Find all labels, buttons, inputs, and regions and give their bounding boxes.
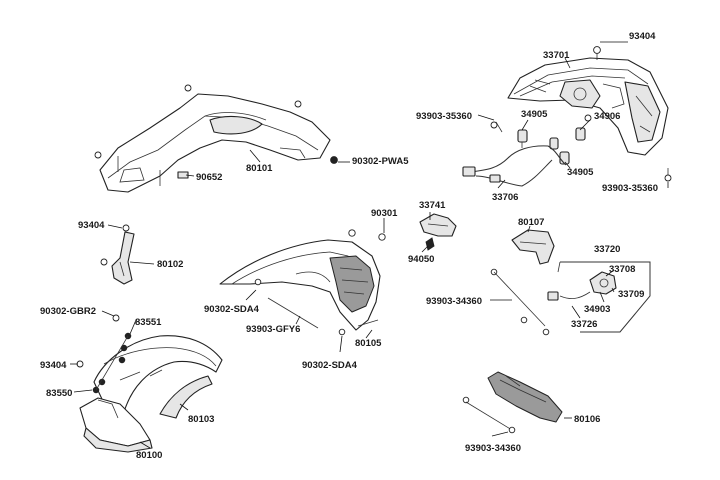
nut-90302-pwa5 (330, 156, 338, 164)
label-93903-35360-right: 93903-35360 (602, 183, 658, 194)
label-80105: 80105 (355, 338, 382, 349)
label-80103: 80103 (188, 414, 214, 425)
bulb-socket-34905-b (559, 151, 570, 165)
label-34905-a: 34905 (521, 109, 548, 120)
screw-80101-a (184, 84, 192, 92)
bulb-socket-34905-a (517, 129, 528, 148)
rear-reflector-80106 (462, 371, 563, 434)
clip-90652 (177, 171, 189, 179)
fasteners-83551-83550 (76, 314, 132, 394)
wiring-harness (462, 145, 567, 187)
license-light (419, 213, 457, 251)
screw-93903-35360-left (490, 121, 503, 133)
label-33706: 33706 (492, 192, 518, 203)
turn-signal-group-box (557, 261, 651, 333)
label-90302-pwa5: 90302-PWA5 (352, 156, 409, 167)
bolt-90302-sda4-b (338, 328, 346, 336)
label-80107: 80107 (518, 217, 544, 228)
label-80106: 80106 (574, 414, 600, 425)
label-33709: 33709 (618, 289, 644, 300)
label-93404-top: 93404 (629, 31, 656, 42)
screw-93404-top (593, 46, 601, 60)
label-80102: 80102 (157, 259, 183, 270)
label-90301: 90301 (371, 208, 398, 219)
label-34905-b: 34905 (567, 167, 594, 178)
label-93903-34360-b: 93903-34360 (465, 443, 521, 454)
leader-lines (70, 41, 669, 449)
label-83551: 83551 (135, 317, 162, 328)
bolt-90302-sda4-a (254, 278, 262, 286)
label-90302-sda4-a: 90302-SDA4 (204, 304, 260, 315)
turn-signal-lens (547, 271, 617, 301)
label-90302-sda4-b: 90302-SDA4 (302, 360, 358, 371)
label-34903: 34903 (584, 304, 610, 315)
rear-inner-fender (99, 93, 331, 193)
label-33741: 33741 (419, 200, 446, 211)
bolt-93903-gfy6 (267, 297, 319, 329)
label-93903-34360-a: 93903-34360 (426, 296, 482, 307)
tail-light-assembly (507, 57, 669, 156)
label-90302-gbr2: 90302-GBR2 (40, 306, 96, 317)
label-93404-low: 93404 (40, 360, 67, 371)
reflector-bracket (511, 229, 555, 265)
label-33708: 33708 (609, 264, 635, 275)
license-bracket (100, 224, 135, 285)
screws-93903-34360-a (490, 268, 550, 336)
fender-trim-80103 (159, 375, 213, 419)
label-93404-mid: 93404 (78, 220, 105, 231)
label-80100: 80100 (136, 450, 162, 461)
label-93903-gfy6: 93903-GFY6 (246, 324, 300, 335)
rear-fender (79, 335, 223, 453)
label-34906: 34906 (594, 111, 620, 122)
bulb-socket-34905-c (549, 137, 559, 150)
label-94050: 94050 (408, 254, 434, 265)
rear-carrier (219, 239, 381, 331)
bulb-socket-34906 (575, 114, 592, 141)
screw-80101-c (94, 151, 102, 159)
label-33701: 33701 (543, 50, 570, 61)
screw-80101-b (294, 100, 302, 108)
label-83550: 83550 (46, 388, 72, 399)
label-33726: 33726 (571, 319, 597, 330)
label-90652: 90652 (196, 172, 222, 183)
label-93903-35360-left: 93903-35360 (416, 111, 472, 122)
label-80101: 80101 (246, 163, 273, 174)
label-33720: 33720 (594, 244, 620, 255)
part-number-labels: 33701 93404 93903-35360 34905 34906 3490… (40, 31, 658, 461)
nut-90301 (348, 229, 386, 241)
screw-93903-35360-right (664, 168, 672, 182)
